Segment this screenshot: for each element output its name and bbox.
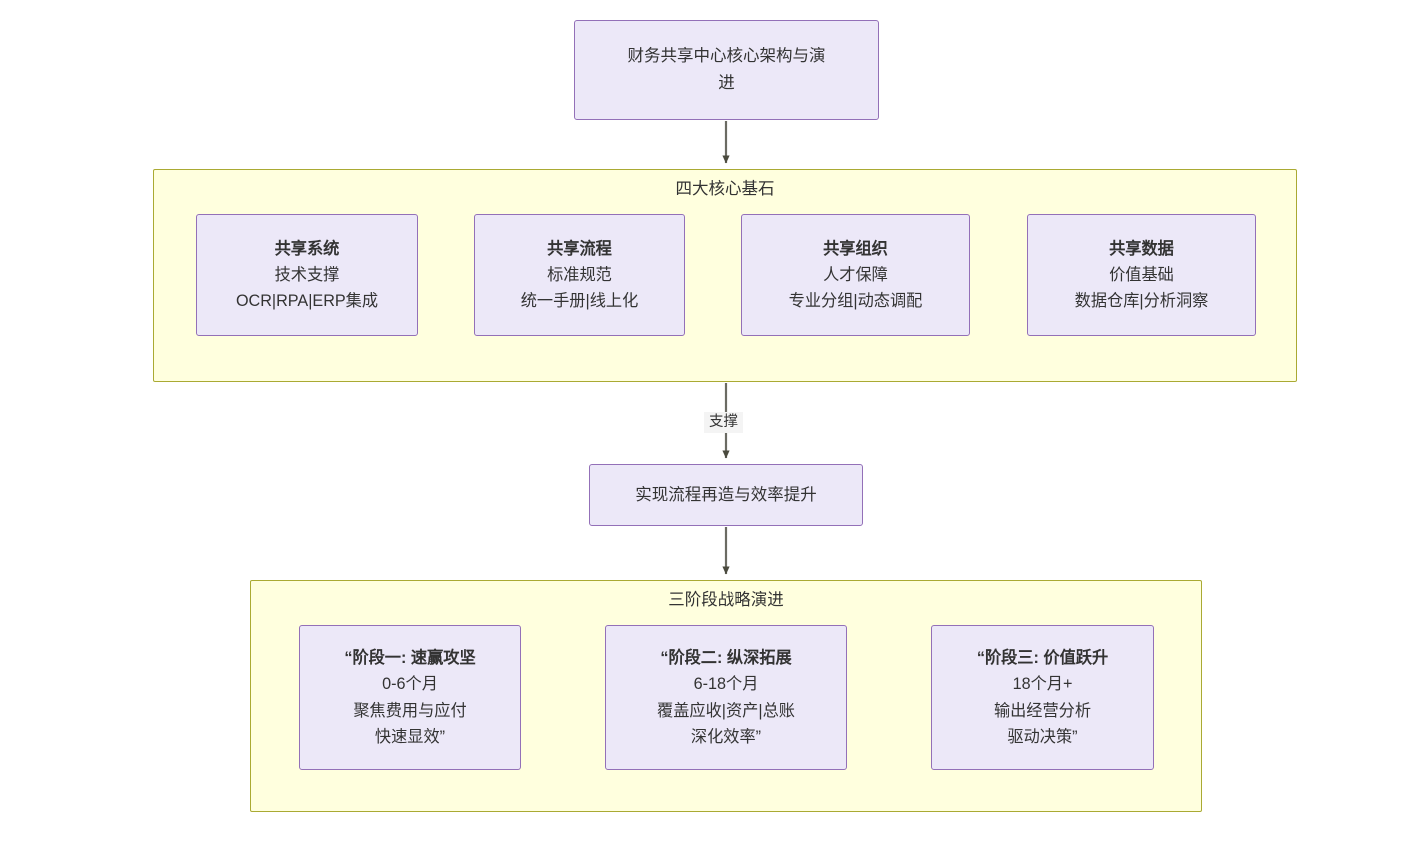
pillar-4-subtitle: 价值基础 xyxy=(1109,265,1174,284)
node-pillar-shared-data[interactable]: 共享数据 价值基础 数据仓库|分析洞察 xyxy=(1027,214,1256,336)
phase-1-outcome: 快速显效” xyxy=(374,727,446,746)
phase-3-duration: 18个月+ xyxy=(1012,675,1073,694)
phase-2-outcome: 深化效率” xyxy=(690,727,762,746)
node-middle-label: 实现流程再造与效率提升 xyxy=(635,485,817,504)
subgraph-foundations-title: 四大核心基石 xyxy=(675,180,775,198)
subgraph-phases-title: 三阶段战略演进 xyxy=(668,591,784,609)
pillar-1-subtitle: 技术支撑 xyxy=(274,265,340,284)
pillar-1-heading: 共享系统 xyxy=(274,239,340,258)
phase-1-heading: “阶段一: 速赢攻坚 xyxy=(344,649,476,668)
pillar-4-heading: 共享数据 xyxy=(1109,239,1174,258)
node-phase-two-deep-expansion[interactable]: “阶段二: 纵深拓展 6-18个月 覆盖应收|资产|总账 深化效率” xyxy=(605,625,847,770)
pillar-2-subtitle: 标准规范 xyxy=(547,265,612,284)
pillar-3-detail: 专业分组|动态调配 xyxy=(788,292,923,311)
node-process-reengineering[interactable]: 实现流程再造与效率提升 xyxy=(589,464,863,526)
phase-3-heading: “阶段三: 价值跃升 xyxy=(976,649,1109,668)
node-root-architecture[interactable]: 财务共享中心核心架构与演 进 xyxy=(574,20,879,120)
node-pillar-shared-system[interactable]: 共享系统 技术支撑 OCR|RPA|ERP集成 xyxy=(196,214,418,336)
pillar-1-detail: OCR|RPA|ERP集成 xyxy=(235,292,379,311)
node-phase-one-quick-wins[interactable]: “阶段一: 速赢攻坚 0-6个月 聚焦费用与应付 快速显效” xyxy=(299,625,521,770)
node-pillar-shared-process[interactable]: 共享流程 标准规范 统一手册|线上化 xyxy=(474,214,685,336)
pillar-3-subtitle: 人才保障 xyxy=(823,265,888,284)
phase-2-heading: “阶段二: 纵深拓展 xyxy=(660,649,792,668)
phase-3-scope: 输出经营分析 xyxy=(993,701,1092,720)
pillar-2-heading: 共享流程 xyxy=(547,239,612,258)
pillar-4-detail: 数据仓库|分析洞察 xyxy=(1074,292,1209,311)
phase-1-scope: 聚焦费用与应付 xyxy=(353,701,467,720)
pillar-3-heading: 共享组织 xyxy=(823,239,888,258)
node-phase-three-value-leap[interactable]: “阶段三: 价值跃升 18个月+ 输出经营分析 驱动决策” xyxy=(931,625,1154,770)
phase-3-outcome: 驱动决策” xyxy=(1007,727,1078,746)
node-root-line-2: 进 xyxy=(718,74,735,92)
phase-1-duration: 0-6个月 xyxy=(382,675,438,694)
pillar-2-detail: 统一手册|线上化 xyxy=(520,292,639,311)
phase-2-duration: 6-18个月 xyxy=(693,675,759,694)
node-pillar-shared-organization[interactable]: 共享组织 人才保障 专业分组|动态调配 xyxy=(741,214,970,336)
node-root-line-1: 财务共享中心核心架构与演 xyxy=(627,47,826,66)
edge-label-support: 支撑 xyxy=(704,412,743,434)
phase-2-scope: 覆盖应收|资产|总账 xyxy=(657,701,795,720)
